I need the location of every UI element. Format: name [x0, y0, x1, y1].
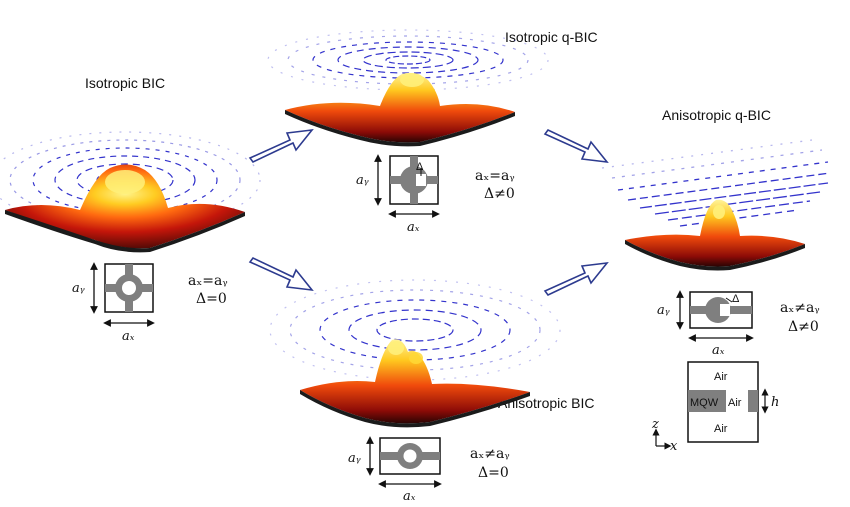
transition-arrows [248, 128, 609, 297]
dim-x-anisotropic-qbic: aₓ [712, 343, 725, 358]
panel-anisotropic-bic: Anisotropic BIC aᵧ aₓ aₓ≠aᵧ Δ=0 [269, 279, 594, 504]
eq1-anisotropic-qbic: aₓ≠aᵧ [780, 300, 820, 316]
axes-icon: z x [651, 417, 678, 454]
title-isotropic-bic: Isotropic BIC [85, 75, 165, 91]
arrow-iso-qbic-to-aniso-qbic [543, 128, 609, 164]
title-anisotropic-bic: Anisotropic BIC [498, 395, 594, 411]
layer-bottom-label: Air [714, 423, 728, 435]
title-anisotropic-qbic: Anisotropic q-BIC [662, 107, 771, 123]
dim-y-isotropic-bic: aᵧ [72, 281, 85, 296]
eq2-isotropic-qbic: Δ≠0 [484, 186, 515, 202]
arrow-iso-bic-to-iso-qbic [248, 128, 314, 164]
dim-x-anisotropic-bic: aₓ [403, 489, 416, 504]
layer-top-label: Air [714, 371, 728, 383]
field-lines-isotropic-qbic [267, 29, 549, 91]
eq2-anisotropic-qbic: Δ≠0 [788, 319, 819, 335]
eq1-isotropic-qbic: aₓ=aᵧ [475, 168, 515, 184]
field-lines-anisotropic-qbic [601, 139, 831, 227]
panel-anisotropic-qbic: Anisotropic q-BIC Δ aᵧ aₓ aₓ≠aᵧ Δ [601, 107, 831, 454]
eq1-anisotropic-bic: aₓ≠aᵧ [470, 446, 510, 462]
delta-label-isotropic-qbic: Δ [416, 161, 424, 173]
unit-cell-isotropic-bic: aᵧ aₓ [72, 262, 155, 344]
dim-x-isotropic-bic: aₓ [122, 329, 135, 344]
dim-y-anisotropic-qbic: aᵧ [657, 303, 670, 318]
eq2-isotropic-bic: Δ=0 [196, 291, 227, 307]
dim-y-anisotropic-bic: aᵧ [348, 451, 361, 466]
layer-middle-air-label: Air [728, 397, 742, 409]
delta-label-anisotropic-qbic: Δ [732, 293, 740, 305]
field-lines-anisotropic-bic [269, 279, 561, 381]
field-surface-anisotropic-qbic [625, 199, 805, 267]
eq1-isotropic-bic: aₓ=aᵧ [188, 273, 228, 289]
panel-isotropic-bic: Isotropic BIC aᵧ aₓ aₓ=aᵧ Δ=0 [0, 75, 261, 344]
field-surface-isotropic-bic [5, 164, 245, 249]
unit-cell-anisotropic-qbic: Δ aᵧ aₓ [657, 290, 754, 358]
axis-x-label: x [670, 439, 678, 454]
panel-isotropic-qbic: Isotropic q-BIC Δ aᵧ aₓ aₓ=aᵧ Δ≠0 [267, 29, 598, 235]
eq2-anisotropic-bic: Δ=0 [478, 465, 509, 481]
layer-stack: Air MQW Air Air h [687, 361, 779, 443]
field-surface-anisotropic-bic [300, 339, 530, 424]
title-isotropic-qbic: Isotropic q-BIC [505, 29, 598, 45]
unit-cell-isotropic-qbic: Δ aᵧ aₓ [356, 154, 440, 235]
unit-cell-anisotropic-bic: aᵧ aₓ [348, 436, 442, 504]
dim-y-isotropic-qbic: aᵧ [356, 173, 369, 188]
dim-x-isotropic-qbic: aₓ [407, 220, 420, 235]
layer-mqw-label: MQW [690, 397, 719, 409]
field-surface-isotropic-qbic [285, 72, 515, 143]
thickness-h-label: h [771, 395, 779, 410]
arrow-aniso-bic-to-aniso-qbic [543, 261, 609, 297]
axis-z-label: z [651, 417, 659, 432]
arrow-iso-bic-to-aniso-bic [248, 256, 314, 292]
